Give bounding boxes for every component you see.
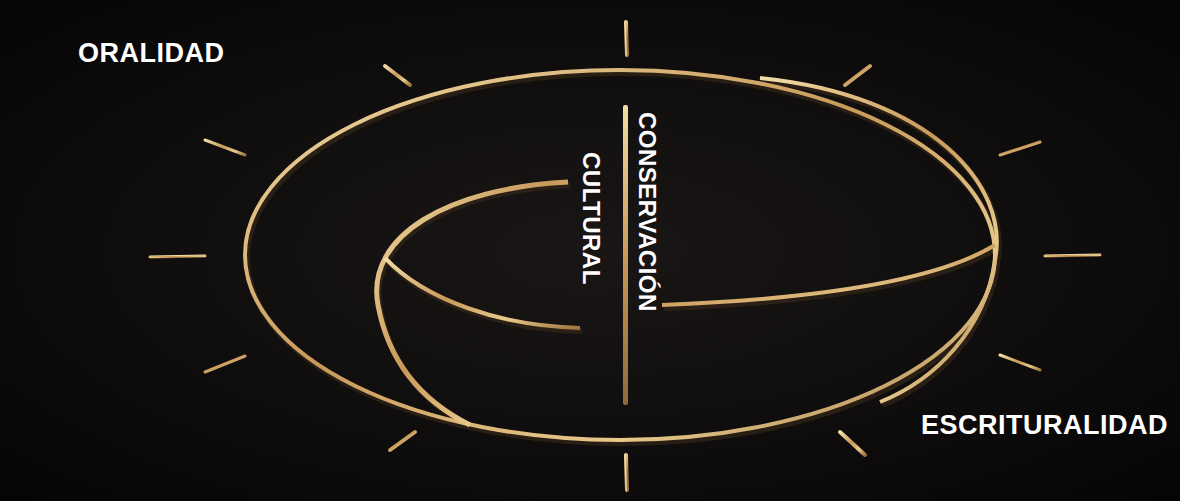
- vertical-label: CONSERVACIÓN: [635, 112, 659, 312]
- vertical-label: CULTURAL: [579, 152, 603, 285]
- side-label: ORALIDAD: [78, 40, 225, 67]
- logo-shapes: [245, 70, 999, 443]
- side-label: ESCRITURALIDAD: [921, 412, 1168, 439]
